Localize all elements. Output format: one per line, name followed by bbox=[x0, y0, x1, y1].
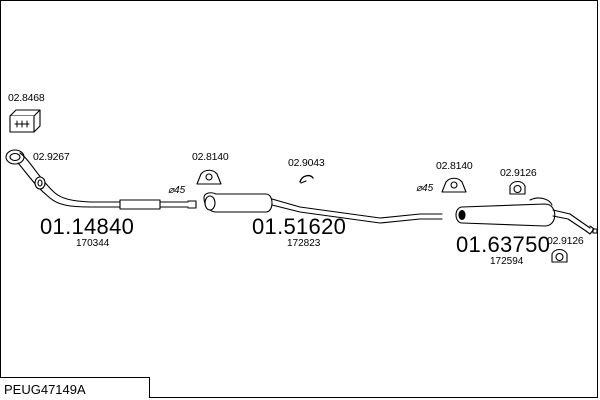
reference-code-box: PEUG47149A bbox=[0, 377, 150, 398]
clamp-kit-box-icon[interactable] bbox=[9, 109, 41, 133]
hanger-1-label: 02.8140 bbox=[192, 151, 229, 163]
oem-number-middle-silencer: 172823 bbox=[287, 238, 321, 249]
part-number-front-pipe: 01.14840 bbox=[40, 214, 135, 239]
rubber-ring-hanger-icon[interactable] bbox=[509, 180, 526, 195]
middle-silencer-part[interactable] bbox=[203, 192, 443, 224]
front-gasket-label: 02.9267 bbox=[33, 151, 70, 163]
rubber-hanger-icon[interactable] bbox=[196, 169, 222, 185]
hanger-3-label: 02.8140 bbox=[436, 160, 473, 172]
hanger-clip-icon[interactable] bbox=[299, 174, 314, 184]
hanger-2-label: 02.9043 bbox=[288, 157, 325, 169]
tailpipe-end-marker bbox=[592, 228, 598, 234]
front-pipe-part[interactable] bbox=[5, 149, 197, 210]
reference-code: PEUG47149A bbox=[4, 382, 86, 397]
oem-number-front-pipe: 170344 bbox=[76, 238, 110, 249]
part-number-rear-silencer: 01.63750 bbox=[456, 232, 551, 257]
oem-number-rear-silencer: 172594 bbox=[490, 256, 524, 267]
front-gasket-icon[interactable] bbox=[34, 176, 46, 190]
clamp-box-label: 02.8468 bbox=[8, 92, 45, 104]
rubber-ring-hanger-icon[interactable] bbox=[551, 248, 568, 263]
rear-silencer-part[interactable] bbox=[455, 197, 595, 235]
hanger-4-label: 02.9126 bbox=[500, 167, 537, 179]
diameter-label-2: ⌀45 bbox=[416, 183, 434, 194]
part-number-middle-silencer: 01.51620 bbox=[252, 214, 347, 239]
hanger-5-label: 02.9126 bbox=[547, 235, 584, 247]
diameter-label-1: ⌀45 bbox=[168, 185, 186, 196]
rubber-hanger-icon[interactable] bbox=[441, 177, 467, 193]
